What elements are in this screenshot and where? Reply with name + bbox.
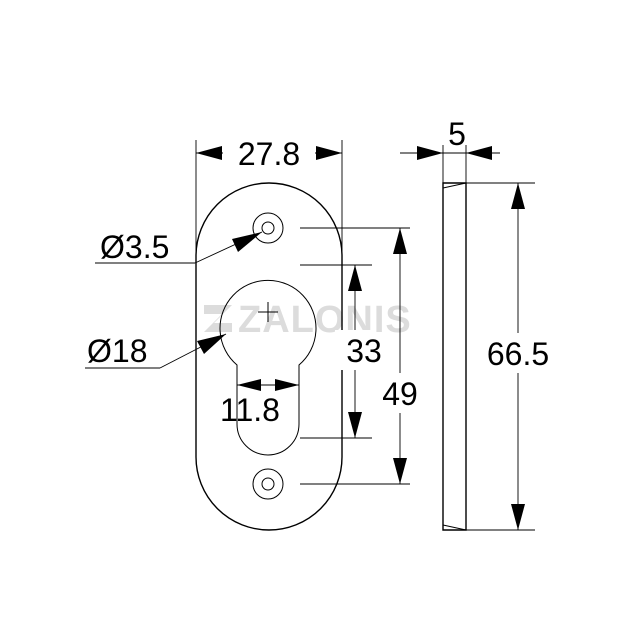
cylinder-cutout <box>219 279 317 456</box>
label-mask <box>335 330 375 370</box>
cylinder-length-label: 33 <box>346 333 382 369</box>
lower-screw-hole <box>261 477 275 491</box>
arrowhead <box>511 183 525 209</box>
side-profile-outline <box>442 182 467 531</box>
watermark-text: ZALONIS <box>238 299 412 341</box>
label-mask <box>223 132 315 172</box>
screw-hole-diameter-label: Ø3.5 <box>100 229 169 265</box>
label-mask <box>478 333 558 373</box>
thickness-label: 5 <box>448 116 466 152</box>
dim-thickness: 5 <box>400 116 500 183</box>
slot-width-label: 11.8 <box>220 392 280 428</box>
watermark: ZALONIS <box>204 299 412 341</box>
arrowhead <box>393 228 407 254</box>
arrowhead <box>275 379 299 391</box>
leader-screw-hole: Ø3.5 <box>95 229 263 265</box>
overall-height-label: 66.5 <box>487 336 549 372</box>
lower-screw-countersink <box>252 468 284 500</box>
cylinder-hole-diameter-label: Ø18 <box>87 333 147 369</box>
side-view <box>442 182 467 531</box>
arrowhead <box>417 146 443 160</box>
watermark-logo-icon <box>204 305 232 332</box>
arrowhead <box>348 412 362 438</box>
overall-width-label: 27.8 <box>238 136 300 172</box>
arrowhead <box>466 146 492 160</box>
arrowhead <box>196 146 222 160</box>
dim-overall-height: 66.5 <box>466 182 558 531</box>
screw-spacing-label: 49 <box>382 376 418 412</box>
arrowhead <box>511 504 525 530</box>
front-view <box>195 182 343 531</box>
dim-overall-width: 27.8 <box>195 132 343 255</box>
side-chamfer-bottom <box>442 524 467 531</box>
arrowhead <box>348 265 362 291</box>
arrowhead <box>237 379 261 391</box>
side-chamfer-top <box>442 182 467 189</box>
leader-cylinder-hole: Ø18 <box>85 333 227 369</box>
arrowhead <box>197 334 226 354</box>
upper-screw-countersink <box>252 212 284 244</box>
dim-cylinder-length: 33 <box>300 264 382 439</box>
arrowhead <box>316 146 342 160</box>
dim-slot-width: 11.8 <box>220 379 299 428</box>
dim-screw-spacing: 49 <box>300 227 430 485</box>
arrowhead <box>393 458 407 484</box>
label-mask <box>370 373 430 413</box>
arrowhead <box>232 232 262 252</box>
upper-screw-hole <box>261 221 275 235</box>
